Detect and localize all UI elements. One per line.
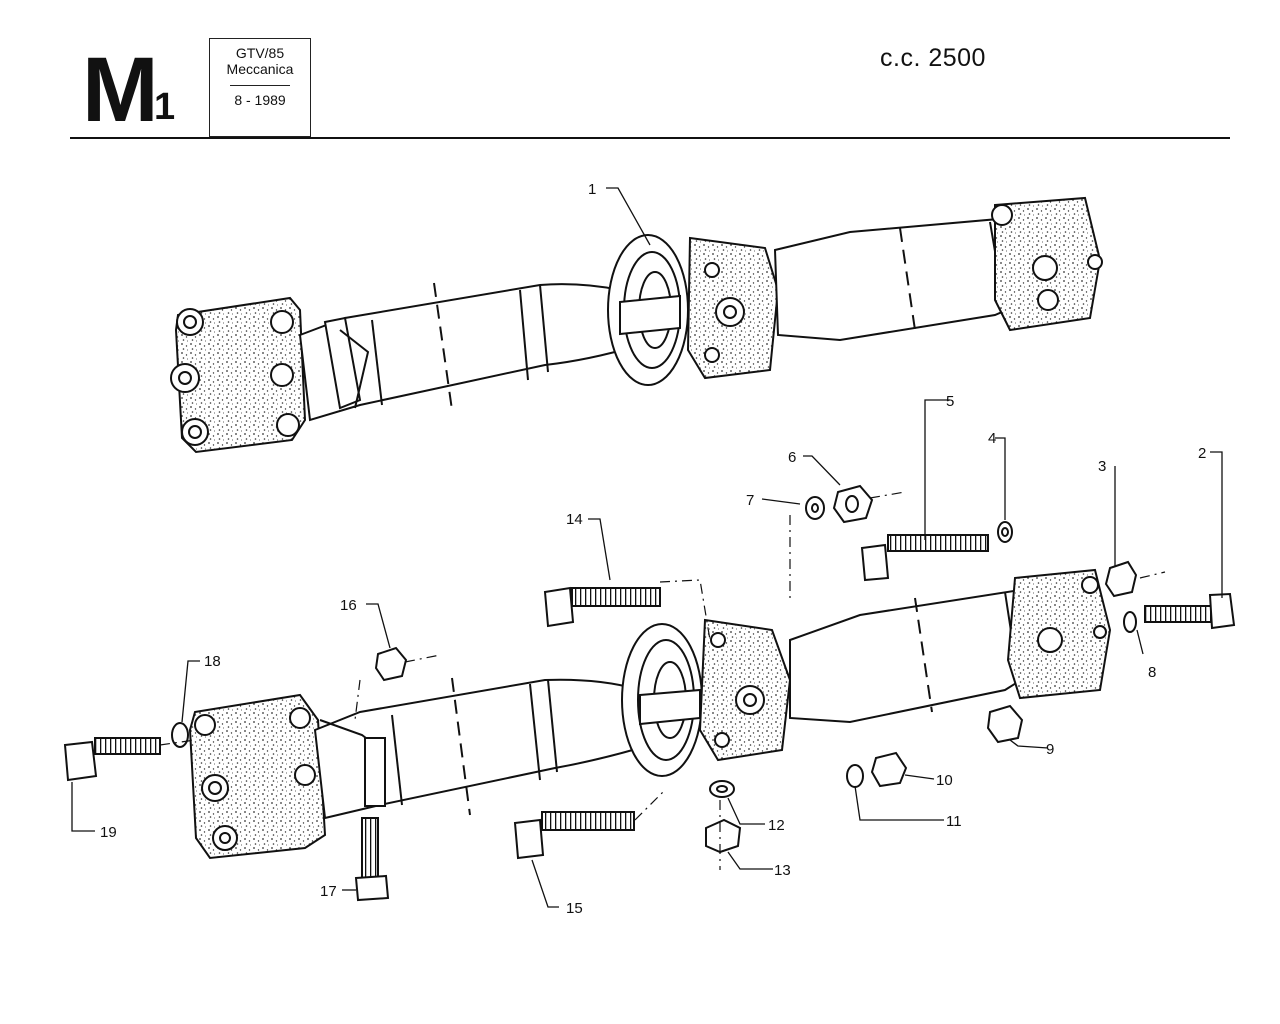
callout-16: 16	[340, 597, 357, 614]
callout-14: 14	[566, 511, 583, 528]
nut-3	[1104, 560, 1138, 598]
washer-7	[805, 496, 825, 520]
group-label: Meccanica	[226, 61, 294, 77]
callout-7: 7	[746, 492, 754, 509]
nut-16	[374, 646, 408, 682]
callout-12: 12	[768, 817, 785, 834]
section-letter: M	[82, 39, 159, 141]
callout-19: 19	[100, 824, 117, 841]
washer-11	[846, 764, 864, 788]
front-tube-exploded	[313, 677, 652, 820]
callout-3: 3	[1098, 458, 1106, 475]
assembly-guide-lines	[159, 491, 1166, 870]
callout-5: 5	[946, 393, 954, 410]
section-number: 1	[154, 86, 176, 128]
callout-13: 13	[774, 862, 791, 879]
callout-18: 18	[204, 653, 221, 670]
bolt-14	[543, 586, 661, 628]
bolt-17	[354, 817, 390, 902]
callout-10: 10	[936, 772, 953, 789]
front-tube	[298, 282, 642, 422]
callout-11: 11	[946, 813, 962, 830]
callout-17: 17	[320, 883, 337, 900]
callout-8: 8	[1148, 664, 1156, 681]
center-flex-disc-exploded	[698, 618, 792, 762]
front-flex-coupling	[170, 296, 307, 454]
displacement-label: c.c. 2500	[880, 44, 986, 72]
front-flex-coupling-exploded	[188, 693, 327, 860]
washer-18	[171, 722, 189, 748]
callout-2: 2	[1198, 445, 1206, 462]
rear-flex-coupling	[991, 196, 1103, 332]
center-support-bearing	[607, 234, 689, 386]
callout-numbers: 1 2 3 4 5 6 7 8 9 10 11 12 13 14 15 16 1…	[100, 181, 1206, 917]
bolt-15	[513, 811, 635, 860]
bolt-19	[63, 737, 161, 782]
nut-9	[986, 704, 1024, 744]
washer-8	[1123, 611, 1137, 633]
callout-leaders	[71, 187, 1223, 908]
nut-6	[832, 484, 874, 524]
rear-flex-coupling-exploded	[1006, 568, 1112, 700]
nut-13	[705, 818, 742, 854]
title-box-divider	[230, 85, 290, 86]
title-box: GTV/85 Meccanica 8 - 1989	[209, 38, 311, 137]
washer-12	[709, 780, 735, 798]
exploded-propeller-shaft	[63, 484, 1236, 902]
center-flex-disc	[686, 236, 780, 380]
rear-tube	[773, 216, 1032, 342]
assembled-propeller-shaft	[170, 196, 1103, 454]
nut-10	[870, 751, 908, 788]
bolt-2	[1144, 592, 1236, 630]
washer-4	[997, 521, 1013, 543]
bolt-5	[860, 534, 989, 582]
callout-6: 6	[788, 449, 796, 466]
center-support-bearing-exploded	[621, 623, 703, 777]
callout-15: 15	[566, 900, 583, 917]
rear-tube-exploded	[789, 588, 1047, 724]
header-rule	[70, 137, 1230, 139]
callout-9: 9	[1046, 741, 1054, 758]
model-label: GTV/85	[235, 45, 285, 61]
callout-1: 1	[588, 181, 596, 198]
callout-4: 4	[988, 430, 996, 447]
date-label: 8 - 1989	[234, 92, 286, 108]
